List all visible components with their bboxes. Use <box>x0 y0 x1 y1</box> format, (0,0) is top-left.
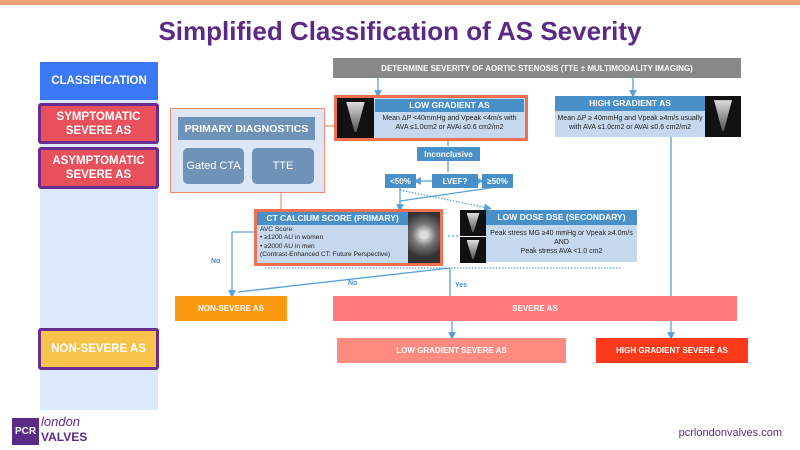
high-gradient-severe-box: HIGH GRADIENT SEVERE AS <box>596 338 748 363</box>
lvef-lt50-box: <50% <box>385 174 416 188</box>
echo-image <box>705 96 741 137</box>
classification-header: CLASSIFICATION <box>40 62 158 100</box>
echo-image <box>337 98 374 138</box>
severe-as-box: SEVERE AS <box>333 296 737 321</box>
yes-label: Yes <box>455 282 468 289</box>
echo-image <box>460 237 486 263</box>
page-title: Simplified Classification of AS Severity <box>158 16 642 46</box>
top-accent-bar <box>0 0 800 5</box>
pcr-logo: PCR <box>12 418 39 445</box>
high-gradient-title: HIGH GRADIENT AS <box>555 96 705 111</box>
non-severe-as-box: NON-SEVERE AS <box>175 296 287 321</box>
class-symptomatic: SYMPTOMATIC SEVERE AS <box>38 103 159 144</box>
class-asymptomatic: ASYMPTOMATIC SEVERE AS <box>38 147 159 189</box>
gated-cta: Gated CTA <box>183 148 244 184</box>
no-label: No <box>348 280 358 287</box>
logo-london: london <box>41 414 81 429</box>
echo-image <box>460 210 486 236</box>
high-gradient-text: Mean ΔP ≥ 40mmHg and Vpeak ≥4m/s usually… <box>555 111 705 137</box>
determine-severity-box: DETERMINE SEVERITY OF AORTIC STENOSIS (T… <box>333 58 741 78</box>
ct-calcium-title: CT CALCIUM SCORE (PRIMARY) <box>257 212 408 225</box>
class-non-severe: NON-SEVERE AS <box>38 328 159 370</box>
low-gradient-severe-box: LOW GRADIENT SEVERE AS <box>337 338 566 363</box>
ct-image <box>408 212 440 263</box>
dse-text: Peak stress MG ≥40 mmHg or Vpeak ≥4.0m/s… <box>486 225 637 262</box>
low-gradient-title: LOW GRADIENT AS <box>375 99 524 112</box>
logo-valves: VALVES <box>41 430 88 444</box>
inconclusive-box: Inconclusive <box>417 147 480 161</box>
lvef-box: LVEF? <box>432 174 478 188</box>
lvef-ge50-box: ≥50% <box>482 174 513 188</box>
website-url: pcrlondonvalves.com <box>678 427 782 439</box>
ct-calcium-text: AVC Score:• ≥1200 AU in women• ≥2000 AU … <box>260 226 391 258</box>
primary-diagnostics-header: PRIMARY DIAGNOSTICS <box>178 117 315 140</box>
tte: TTE <box>252 148 314 184</box>
no-label: No <box>211 258 221 265</box>
dse-title: LOW DOSE DSE (SECONDARY) <box>486 210 637 225</box>
